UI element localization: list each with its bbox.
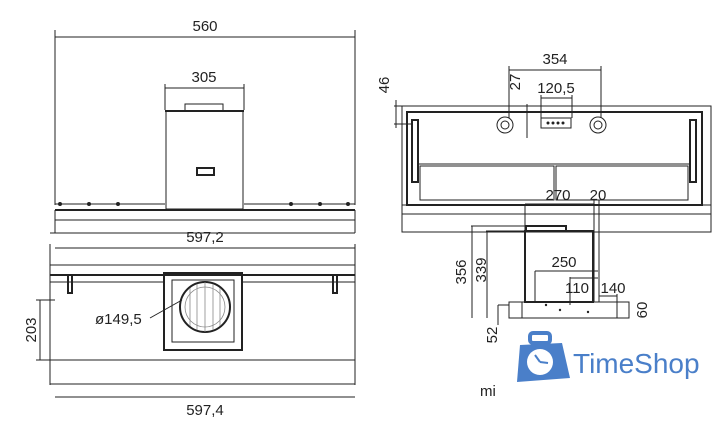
dim-52: 52 xyxy=(484,327,501,344)
dim-305: 305 xyxy=(191,69,216,86)
dim-597-2: 597,2 xyxy=(186,229,224,246)
dim-140: 140 xyxy=(600,280,625,297)
dim-356: 356 xyxy=(453,259,470,284)
dim-60: 60 xyxy=(634,302,651,319)
dim-339: 339 xyxy=(473,257,490,282)
rear-view: 354 120,5 27 46 xyxy=(376,51,712,233)
logo-text: TimeShop xyxy=(573,348,700,379)
dim-46: 46 xyxy=(376,77,393,94)
dim-560: 560 xyxy=(192,18,217,35)
model-label: mi xyxy=(480,383,496,400)
dim-27: 27 xyxy=(507,74,524,91)
bottom-view: 597,2 203 ø149,5 597,4 xyxy=(23,229,356,419)
dim-203: 203 xyxy=(23,317,40,342)
dim-597-4: 597,4 xyxy=(186,402,224,419)
dim-120-5: 120,5 xyxy=(537,80,575,97)
timeshop-logo: TimeShop xyxy=(517,331,700,382)
front-view: 560 305 xyxy=(50,18,356,234)
dim-diameter-149-5: ø149,5 xyxy=(95,311,142,328)
dim-270: 270 xyxy=(545,187,570,204)
dim-354: 354 xyxy=(542,51,567,68)
side-view: 270 20 356 339 250 110 140 52 60 xyxy=(453,187,651,343)
dim-110: 110 xyxy=(565,280,589,297)
dim-250: 250 xyxy=(551,254,576,271)
dim-20: 20 xyxy=(590,187,607,204)
